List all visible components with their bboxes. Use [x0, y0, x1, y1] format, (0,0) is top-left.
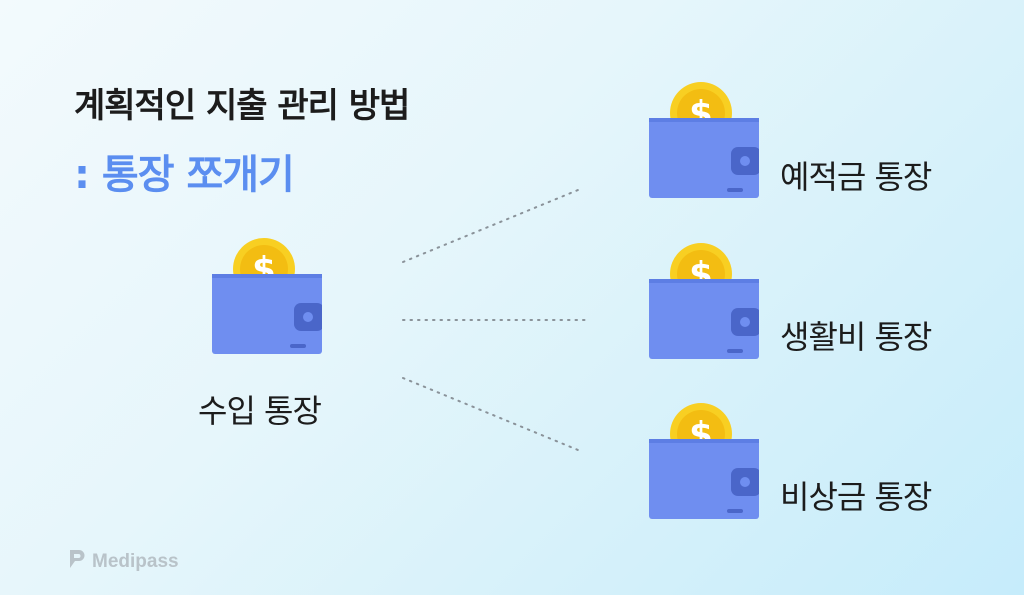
page-subtitle: : 통장 쪼개기 — [74, 152, 295, 198]
target-label-3: 비상금 통장 — [780, 478, 932, 516]
target-label-1: 예적금 통장 — [780, 158, 932, 196]
brand-name: Medipass — [92, 551, 179, 572]
target-wallet-icon-3: $ — [649, 403, 759, 523]
connector-bottom — [402, 377, 579, 451]
target-label-2: 생활비 통장 — [780, 318, 932, 356]
source-label: 수입 통장 — [198, 392, 322, 430]
page-title: 계획적인 지출 관리 방법 — [74, 86, 410, 126]
source-wallet-icon: $ — [212, 238, 322, 358]
target-wallet-icon-2: $ — [649, 243, 759, 363]
connector-top — [402, 189, 579, 263]
brand-logo: Medipass — [68, 548, 179, 576]
medipass-logo-icon — [68, 548, 86, 576]
target-wallet-icon-1: $ — [649, 82, 759, 202]
